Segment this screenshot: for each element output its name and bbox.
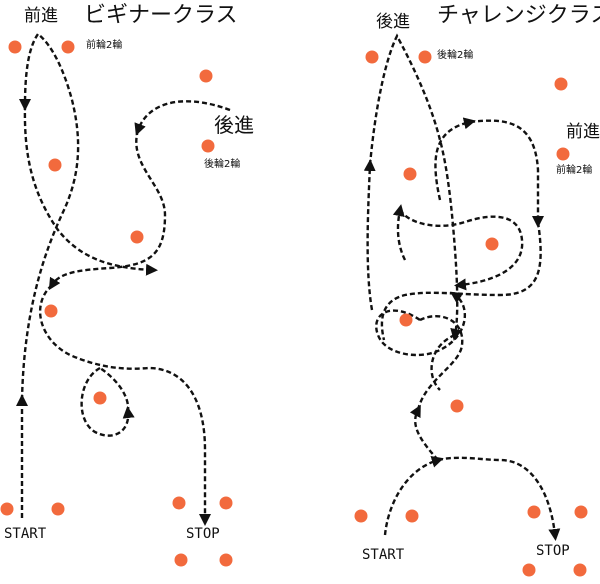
- cone-marker: [0, 502, 14, 516]
- cones-group: [0, 40, 588, 577]
- challenge-rear-wheels-label: 後輪2輪: [437, 50, 474, 61]
- beginner-path-loop: [80, 366, 135, 437]
- cone-marker: [527, 505, 541, 519]
- cone-marker: [61, 40, 75, 54]
- cone-marker: [201, 139, 215, 153]
- cone-marker: [554, 77, 568, 91]
- cone-marker: [485, 237, 499, 251]
- cone-marker: [199, 69, 213, 83]
- challenge-reverse-label: 後進: [376, 12, 410, 32]
- challenge-path-lower-loop: [409, 404, 439, 461]
- cone-marker: [522, 563, 536, 577]
- challenge-path-to-stop: [437, 456, 561, 541]
- beginner-path-down-left: [38, 284, 211, 526]
- challenge-path-right-top: [469, 119, 544, 228]
- challenge-paths: [363, 33, 561, 541]
- challenge-front-wheels-label: 前輪2輪: [556, 165, 593, 176]
- cone-marker: [574, 505, 588, 519]
- beginner-path-up-to-top: [19, 32, 80, 401]
- challenge-path-top: [368, 33, 463, 341]
- cone-marker: [219, 496, 233, 510]
- beginner-path-reverse: [134, 100, 231, 136]
- beginner-title: ビギナークラス: [84, 3, 238, 28]
- beginner-forward-label: 前進: [24, 6, 58, 26]
- challenge-path-left-loop: [375, 291, 467, 357]
- beginner-path-loop-back: [99, 367, 130, 413]
- beginner-paths: [16, 32, 231, 526]
- cone-marker: [48, 158, 62, 172]
- challenge-path-inner2: [399, 209, 524, 291]
- cone-marker: [556, 147, 570, 161]
- cone-marker: [573, 563, 587, 577]
- challenge-path-mid: [416, 315, 464, 411]
- challenge-stop-label: STOP: [536, 543, 570, 559]
- cone-marker: [172, 496, 186, 510]
- beginner-path-wiggle: [48, 129, 167, 291]
- cone-marker: [450, 399, 464, 413]
- beginner-reverse-label: 後進: [214, 113, 254, 137]
- beginner-path-cross: [23, 104, 158, 276]
- challenge-title: チャレンジクラス: [437, 3, 600, 28]
- cone-marker: [418, 50, 432, 64]
- challenge-path-up-left: [363, 159, 376, 311]
- cone-marker: [365, 50, 379, 64]
- challenge-start-label: START: [362, 547, 405, 563]
- cone-marker: [405, 509, 419, 523]
- beginner-front-wheels-label: 前輪2輪: [86, 40, 123, 51]
- cone-marker: [51, 502, 65, 516]
- challenge-forward-label: 前進: [566, 122, 600, 142]
- challenge-path-inner: [392, 204, 407, 261]
- cone-marker: [403, 167, 417, 181]
- cone-marker: [44, 304, 58, 318]
- challenge-path-right-down: [380, 221, 542, 341]
- challenge-path-start: [383, 456, 444, 536]
- challenge-path-right: [434, 117, 476, 201]
- cone-marker: [174, 553, 188, 567]
- beginner-rear-wheels-label: 後輪2輪: [204, 159, 241, 170]
- cone-marker: [354, 509, 368, 523]
- challenge-path-upper-curve: [430, 333, 456, 391]
- cone-marker: [8, 40, 22, 54]
- beginner-start-label: START: [4, 526, 47, 542]
- cone-marker: [219, 553, 233, 567]
- cone-marker: [93, 391, 107, 405]
- beginner-stop-label: STOP: [186, 526, 220, 542]
- cone-marker: [130, 230, 144, 244]
- cone-marker: [399, 313, 413, 327]
